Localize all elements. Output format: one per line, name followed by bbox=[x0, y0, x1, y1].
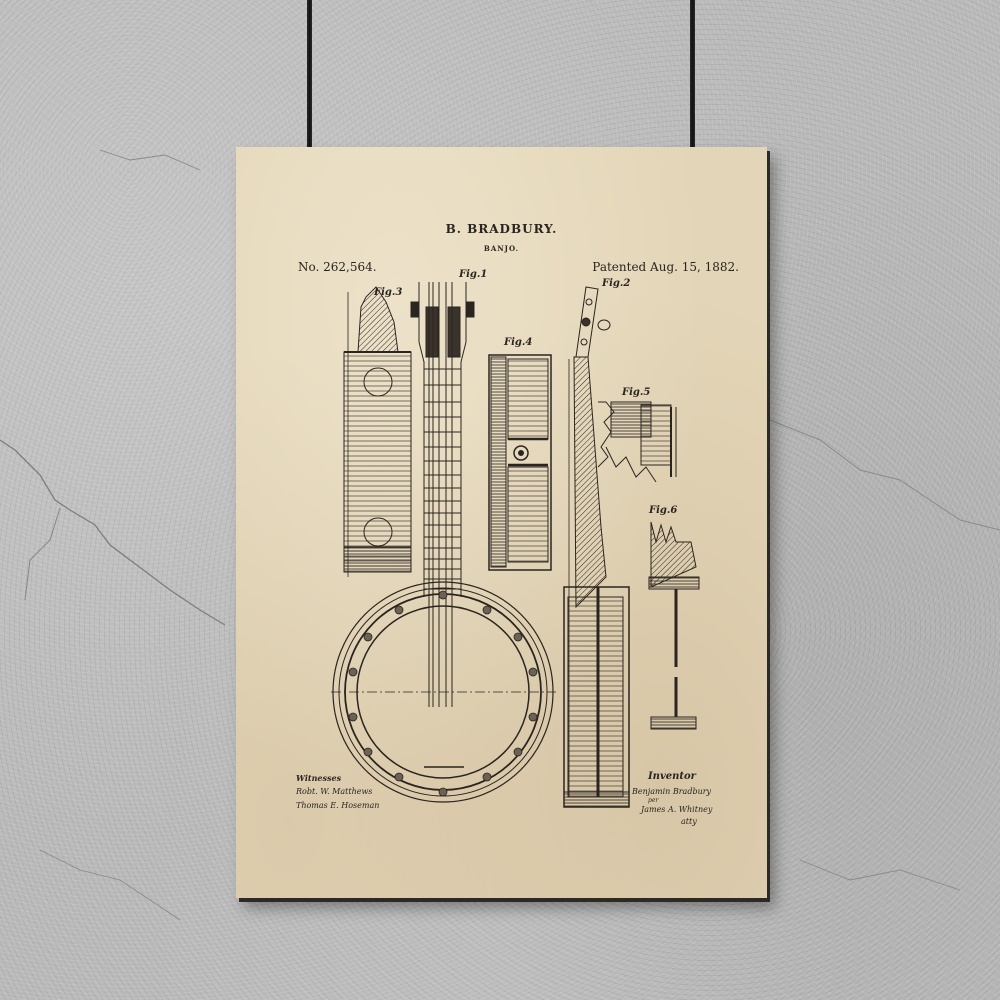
figure-5-drawing bbox=[597, 401, 677, 483]
inventor-name: Benjamin Bradbury bbox=[632, 787, 712, 796]
poster-title: B. BRADBURY. bbox=[445, 222, 558, 236]
attorney-name: James A. Whitney bbox=[641, 805, 713, 814]
patent-number: No. 262,564. bbox=[298, 260, 377, 274]
figure-6-label: Fig.6 bbox=[649, 505, 678, 516]
figure-1-label: Fig.1 bbox=[459, 269, 488, 280]
figure-3-label: Fig.3 bbox=[374, 287, 403, 298]
patent-date: Patented Aug. 15, 1882. bbox=[592, 260, 739, 274]
inventor-heading: Inventor bbox=[648, 771, 696, 782]
figure-2-label: Fig.2 bbox=[602, 278, 631, 289]
patent-poster: B. BRADBURY. BANJO. No. 262,564. Patente… bbox=[236, 147, 767, 898]
witness-name-1: Robt. W. Matthews bbox=[296, 787, 373, 796]
hanging-cord-left bbox=[307, 0, 312, 148]
figure-6-drawing bbox=[648, 521, 700, 730]
figure-3-drawing bbox=[343, 286, 412, 577]
figure-4-drawing bbox=[488, 354, 552, 571]
figure-2-drawing bbox=[563, 286, 630, 808]
witnesses-heading: Witnesses bbox=[296, 773, 342, 783]
witness-name-2: Thomas E. Hoseman bbox=[296, 801, 380, 810]
banjo-patent-drawing bbox=[331, 282, 700, 808]
poster-subtitle: BANJO. bbox=[483, 244, 520, 253]
figure-4-label: Fig.4 bbox=[504, 337, 533, 348]
figure-5-label: Fig.5 bbox=[622, 387, 651, 398]
attorney-suffix: atty bbox=[681, 817, 697, 826]
hanging-cord-right bbox=[690, 0, 695, 148]
figure-1-neck bbox=[331, 282, 556, 803]
inventor-per: per bbox=[648, 797, 659, 804]
